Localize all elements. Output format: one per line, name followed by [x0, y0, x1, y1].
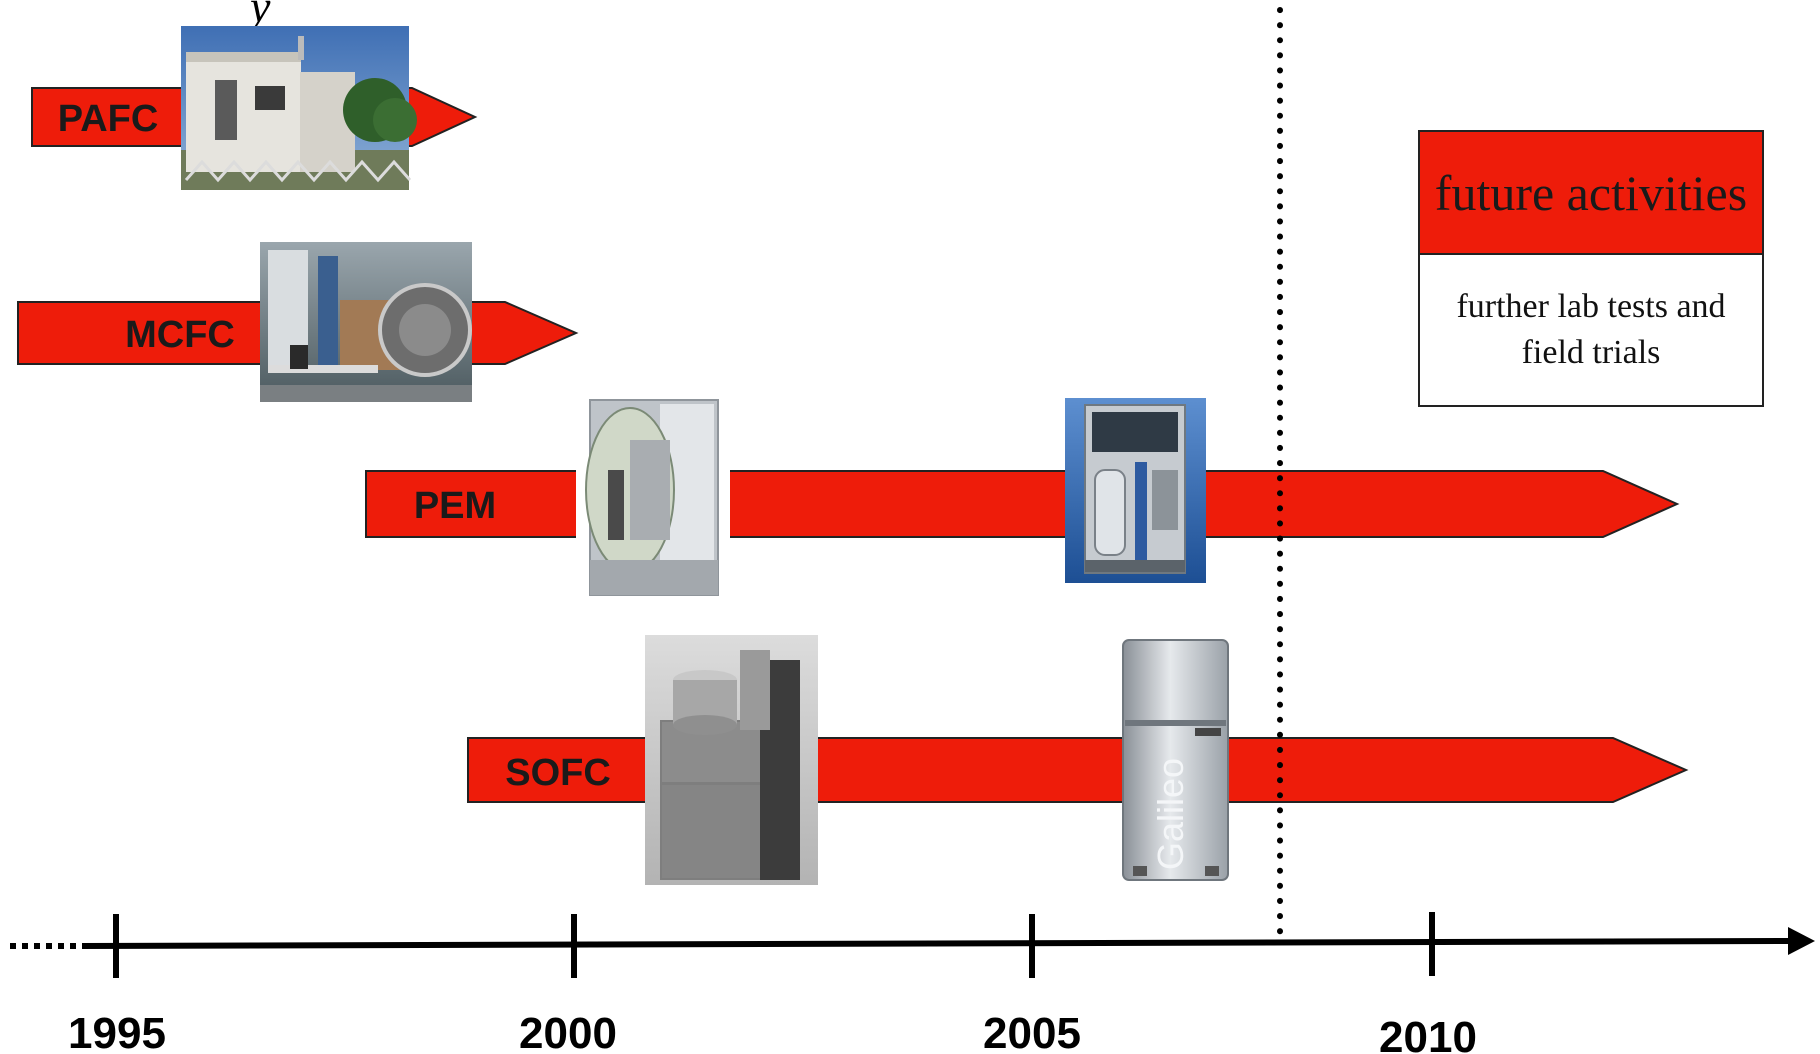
future-activities-description: further lab tests and field trials — [1418, 255, 1764, 407]
year-label-2010: 2010 — [1379, 1013, 1477, 1054]
sofc-row: SOFC Galileo — [467, 635, 1689, 885]
pem-arrow — [365, 470, 1680, 538]
pafc-row: PAFC — [31, 26, 478, 190]
pem-cutaway-unit-photo — [576, 395, 730, 600]
year-label-2000: 2000 — [519, 1009, 617, 1054]
future-activities-box: future activities further lab tests and … — [1418, 130, 1764, 407]
pem-system-photo — [1065, 398, 1206, 583]
year-label-2005: 2005 — [983, 1009, 1081, 1054]
pafc-plant-photo — [181, 26, 417, 190]
time-axis: 1995 2000 2005 2010 — [10, 912, 1815, 1054]
mcfc-row: MCFC — [17, 242, 579, 402]
axis-line — [81, 938, 1797, 949]
galileo-unit-photo: Galileo — [1122, 639, 1229, 881]
pem-row: PEM — [365, 395, 1680, 600]
pafc-label: PAFC — [58, 98, 159, 140]
year-label-1995: 1995 — [68, 1009, 166, 1054]
mcfc-label: MCFC — [125, 314, 235, 356]
pem-label: PEM — [414, 485, 496, 527]
sofc-cabinet-photo — [645, 635, 818, 885]
galileo-brand-text: Galileo — [1150, 758, 1191, 870]
future-activities-title: future activities — [1418, 130, 1764, 255]
sofc-label: SOFC — [505, 752, 611, 794]
mcfc-hall-photo — [260, 242, 472, 402]
axis-arrowhead — [1788, 927, 1815, 955]
